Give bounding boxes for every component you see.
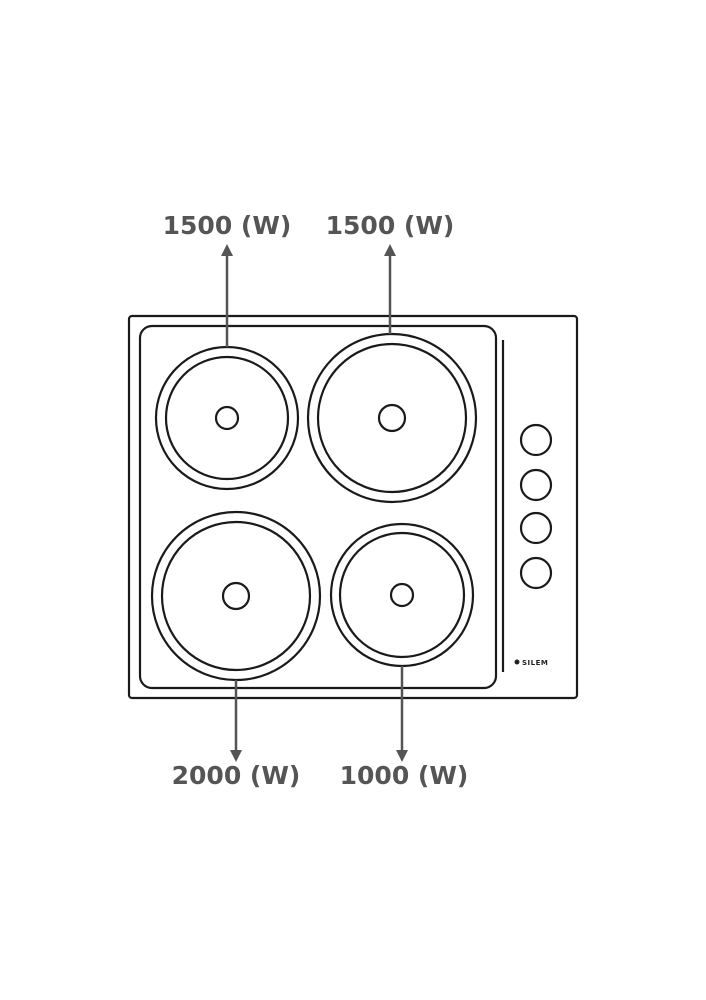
power-label-top-left: 1500 (W) bbox=[163, 211, 292, 240]
burner-center-dot bbox=[377, 403, 407, 433]
burner-inner-ring bbox=[164, 355, 290, 481]
power-label-bottom-right: 1000 (W) bbox=[340, 761, 469, 790]
control-knob-3[interactable] bbox=[519, 511, 553, 545]
control-knob-4[interactable] bbox=[519, 556, 553, 590]
burner-outer-ring bbox=[306, 332, 478, 504]
cooking-surface-panel bbox=[138, 324, 498, 690]
control-knobs bbox=[519, 423, 553, 590]
burner-top-right bbox=[306, 332, 478, 504]
power-label-bottom-left: 2000 (W) bbox=[172, 761, 301, 790]
power-label-top-right: 1500 (W) bbox=[326, 211, 455, 240]
control-knob-1[interactable] bbox=[519, 423, 553, 457]
burner-center-dot bbox=[221, 581, 251, 611]
brand-logo: SILEM bbox=[514, 659, 548, 667]
burner-inner-ring bbox=[160, 520, 312, 672]
burner-inner-ring bbox=[316, 342, 468, 494]
brand-logo-icon bbox=[514, 659, 520, 665]
brand-name: SILEM bbox=[522, 659, 548, 667]
burner-inner-ring bbox=[338, 531, 466, 659]
burner-center-dot bbox=[214, 405, 240, 431]
control-knob-2[interactable] bbox=[519, 468, 553, 502]
burner-center-dot bbox=[389, 582, 415, 608]
